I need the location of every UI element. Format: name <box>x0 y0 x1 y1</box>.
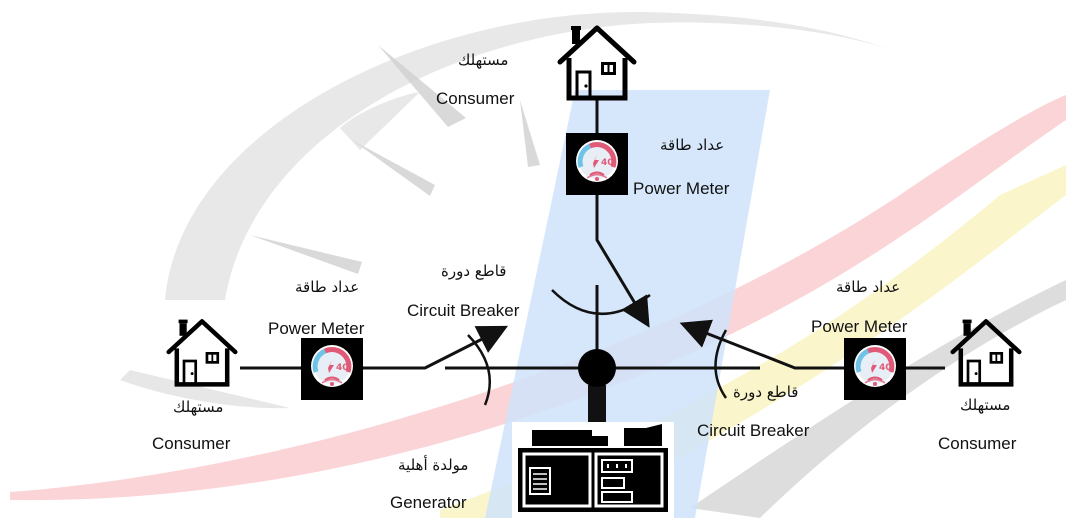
label-meter-ar-right: عداد طاقة <box>836 278 901 296</box>
speedometer-wifi-icon: 40 <box>576 140 618 182</box>
speedometer-wifi-icon: 40 <box>311 345 353 387</box>
label-breaker-en-right: Circuit Breaker <box>697 421 810 440</box>
label-consumer-ar-top: مستهلك <box>458 51 509 69</box>
label-consumer-en-right: Consumer <box>938 434 1017 453</box>
house-icon-top <box>557 25 637 101</box>
svg-text:40: 40 <box>601 158 614 168</box>
label-meter-en-left: Power Meter <box>268 319 365 338</box>
label-generator-en: Generator <box>390 493 467 512</box>
label-breaker-en-left: Circuit Breaker <box>407 301 520 320</box>
label-meter-ar-top: عداد طاقة <box>660 136 725 154</box>
generator-connection <box>588 385 606 425</box>
generator-icon <box>512 422 674 518</box>
label-consumer-ar-right: مستهلك <box>960 396 1011 414</box>
house-icon-right <box>950 319 1022 387</box>
svg-text:40: 40 <box>336 363 349 373</box>
power-meter-left: 40 <box>301 338 363 400</box>
breaker-arc-top <box>551 289 651 316</box>
svg-text:40: 40 <box>879 363 892 373</box>
power-meter-right: 40 <box>844 338 906 400</box>
label-generator-ar: مولدة أهلية <box>398 456 469 474</box>
breaker-arc-left <box>467 334 492 406</box>
wire-top-meter-to-breaker <box>595 192 650 328</box>
label-consumer-en-top: Consumer <box>436 89 515 108</box>
label-breaker-ar-left: قاطع دورة <box>441 262 507 280</box>
label-consumer-ar-left: مستهلك <box>173 398 224 416</box>
bus-node <box>578 349 616 387</box>
speedometer-wifi-icon: 40 <box>854 345 896 387</box>
wire-right-meter-to-breaker <box>679 319 845 370</box>
breaker-arc-right <box>714 329 728 399</box>
label-meter-ar-left: عداد طاقة <box>295 278 360 296</box>
label-meter-en-right: Power Meter <box>811 317 908 336</box>
label-meter-en-top: Power Meter <box>633 179 730 198</box>
power-meter-top: 40 <box>566 133 628 195</box>
label-consumer-en-left: Consumer <box>152 434 231 453</box>
label-breaker-ar-right: قاطع دورة <box>733 383 799 401</box>
house-icon-left <box>166 319 238 387</box>
